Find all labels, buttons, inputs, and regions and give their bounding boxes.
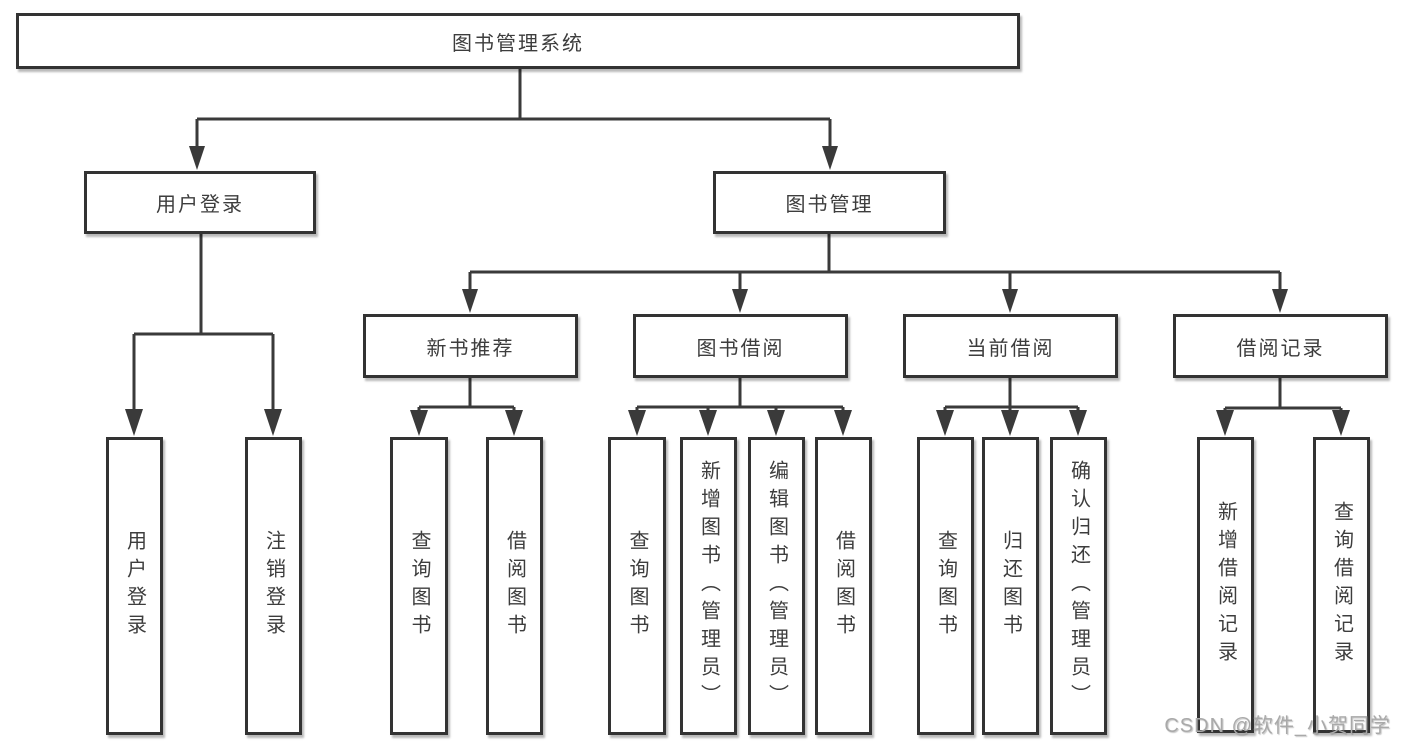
node-query-books-current: 查询图书 — [917, 437, 974, 735]
node-current-borrowing: 当前借阅 — [903, 314, 1118, 378]
node-library-system: 图书管理系统 — [16, 13, 1020, 69]
node-confirm-return-admin: 确认归还（管理员） — [1050, 437, 1107, 735]
node-add-book-admin: 新增图书（管理员） — [680, 437, 737, 735]
node-user-login: 用户登录 — [84, 171, 316, 234]
node-book-management: 图书管理 — [713, 171, 946, 234]
node-return-books: 归还图书 — [982, 437, 1039, 735]
watermark: CSDN @软件_小贺同学 — [1164, 715, 1391, 737]
node-borrow-books: 借阅图书 — [815, 437, 872, 735]
node-new-book-recommend: 新书推荐 — [363, 314, 578, 378]
node-borrowing-records: 借阅记录 — [1173, 314, 1388, 378]
node-logout: 注销登录 — [245, 437, 302, 735]
node-query-borrow-record: 查询借阅记录 — [1313, 437, 1370, 733]
node-borrow-books-recommend: 借阅图书 — [486, 437, 543, 735]
node-edit-book-admin: 编辑图书（管理员） — [748, 437, 805, 735]
node-query-books-recommend: 查询图书 — [390, 437, 448, 735]
node-user-login-action: 用户登录 — [106, 437, 163, 735]
node-query-books-borrowing: 查询图书 — [608, 437, 666, 735]
node-book-borrowing: 图书借阅 — [633, 314, 848, 378]
node-add-borrow-record: 新增借阅记录 — [1197, 437, 1254, 733]
